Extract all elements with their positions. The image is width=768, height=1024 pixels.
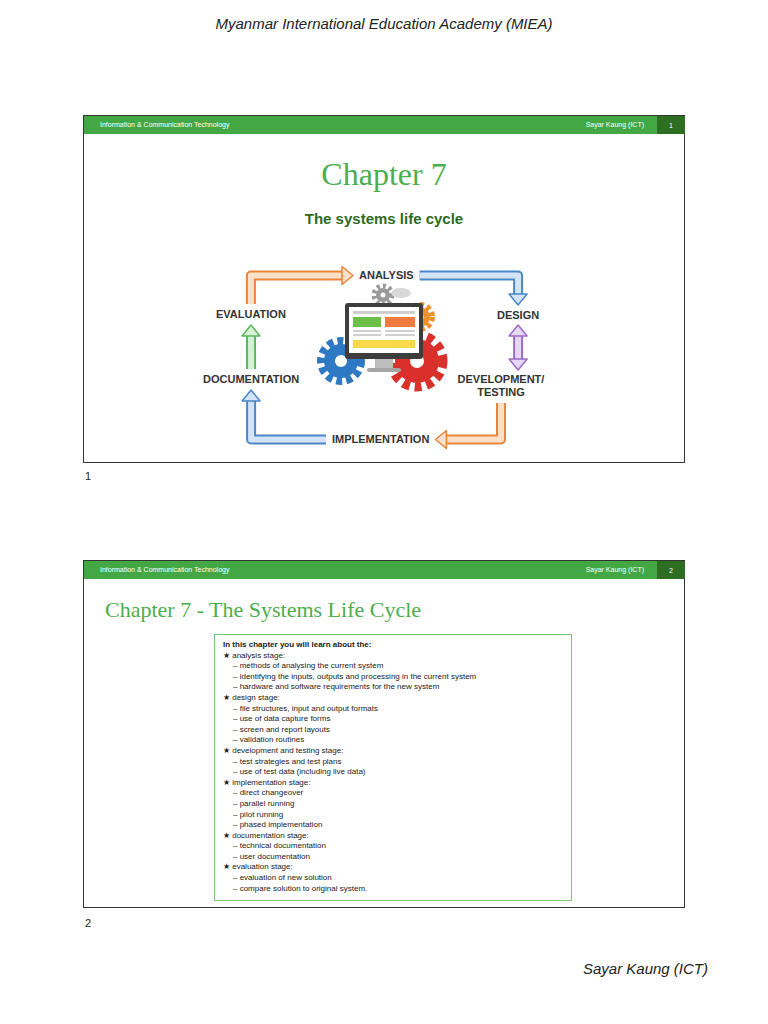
list-item: – use of data capture forms <box>223 714 563 725</box>
list-item: – parallel running <box>223 799 563 810</box>
list-item: In this chapter you will learn about the… <box>223 640 563 651</box>
page-header: Myanmar International Education Academy … <box>0 15 768 32</box>
list-item: – direct changeover <box>223 788 563 799</box>
arrow-shaft <box>251 276 343 305</box>
page-number: 1 <box>669 122 673 129</box>
list-item: – use of test data (including live data) <box>223 767 563 778</box>
cycle-arrow <box>509 325 527 370</box>
list-item: ★ design stage: <box>223 693 563 704</box>
header-author: Sayar Kaung (ICT) <box>586 121 644 129</box>
list-item: ★ evaluation stage: <box>223 862 563 873</box>
slide-frame: Information & Communication Technology Sa… <box>83 560 685 908</box>
list-item: – methods of analysing the current syste… <box>223 661 563 672</box>
page-number-box: 2 <box>657 561 685 579</box>
list-item: – identifying the inputs, outputs and pr… <box>223 672 563 683</box>
list-item: – hardware and software requirements for… <box>223 682 563 693</box>
stage-label: DOCUMENTATION <box>203 373 299 386</box>
stage-name: ANALYSIS <box>359 269 414 281</box>
stage-name: IMPLEMENTATION <box>332 433 429 445</box>
stage-label: ANALYSIS <box>359 269 414 282</box>
arrow-shaft <box>515 335 521 360</box>
arrow-shaft <box>251 276 343 305</box>
slide-title: Chapter 7 - The Systems Life Cycle <box>105 597 421 623</box>
cycle-arrow <box>242 325 260 369</box>
list-item: – phased implementation <box>223 820 563 831</box>
list-item: – file structures, input and output form… <box>223 704 563 715</box>
list-item: ★ implementation stage: <box>223 778 563 789</box>
arrow-shaft <box>251 400 326 440</box>
slide-frame: Information & Communication Technology Sa… <box>83 115 685 463</box>
stage-name: DEVELOPMENT/ TESTING <box>458 373 545 398</box>
stage-label: EVALUATION <box>216 308 286 321</box>
slide-title: Chapter 7 <box>84 156 684 192</box>
list-item: ★ documentation stage: <box>223 831 563 842</box>
cycle-arrow <box>420 276 527 306</box>
list-item: – technical documentation <box>223 841 563 852</box>
cycle-arrow <box>435 403 501 449</box>
stage-name: DESIGN <box>497 309 539 321</box>
arrow-shaft <box>445 403 501 440</box>
cycle-arrow <box>251 267 353 305</box>
list-item: – compare solution to original system. <box>223 884 563 895</box>
list-item: – pilot running <box>223 810 563 821</box>
arrow-shaft <box>513 335 523 360</box>
cycle-arrow <box>242 390 326 440</box>
arrow-head <box>435 431 446 449</box>
page-footer: Sayar Kaung (ICT) <box>583 960 708 977</box>
stage-name: DOCUMENTATION <box>203 373 299 385</box>
arrow-head <box>509 359 527 370</box>
stage-name: EVALUATION <box>216 308 286 320</box>
list-item: – user documentation <box>223 852 563 863</box>
list-item: – validation routines <box>223 735 563 746</box>
arrow-head <box>509 294 527 305</box>
slide-number: 1 <box>85 470 91 482</box>
slide-number: 2 <box>85 917 91 929</box>
contents-box: In this chapter you will learn about the… <box>214 634 572 901</box>
header-text: Information & Communication Technology <box>100 121 229 129</box>
list-item: – screen and report layouts <box>223 725 563 736</box>
arrow-head <box>509 325 527 336</box>
page-number-box: 1 <box>657 116 685 134</box>
list-item: ★ analysis stage: <box>223 651 563 662</box>
arrow-shaft <box>420 276 518 296</box>
arrow-head <box>242 390 260 401</box>
arrow-shaft <box>445 403 501 440</box>
arrow-shaft <box>246 335 256 369</box>
list-item: – test strategies and test plans <box>223 757 563 768</box>
arrow-head <box>242 325 260 336</box>
slide-subtitle: The systems life cycle <box>84 210 684 228</box>
page-number: 2 <box>669 567 673 574</box>
header-text: Information & Communication Technology <box>100 566 229 574</box>
stage-label: IMPLEMENTATION <box>332 433 429 446</box>
stage-label: DEVELOPMENT/ TESTING <box>451 373 551 399</box>
header-author: Sayar Kaung (ICT) <box>586 566 644 574</box>
list-item: – evaluation of new solution <box>223 873 563 884</box>
stage-label: DESIGN <box>497 309 539 322</box>
list-item: ★ development and testing stage: <box>223 746 563 757</box>
arrow-shaft <box>248 335 254 369</box>
arrow-shaft <box>420 276 518 296</box>
arrow-shaft <box>251 400 326 440</box>
arrow-head <box>342 267 353 285</box>
